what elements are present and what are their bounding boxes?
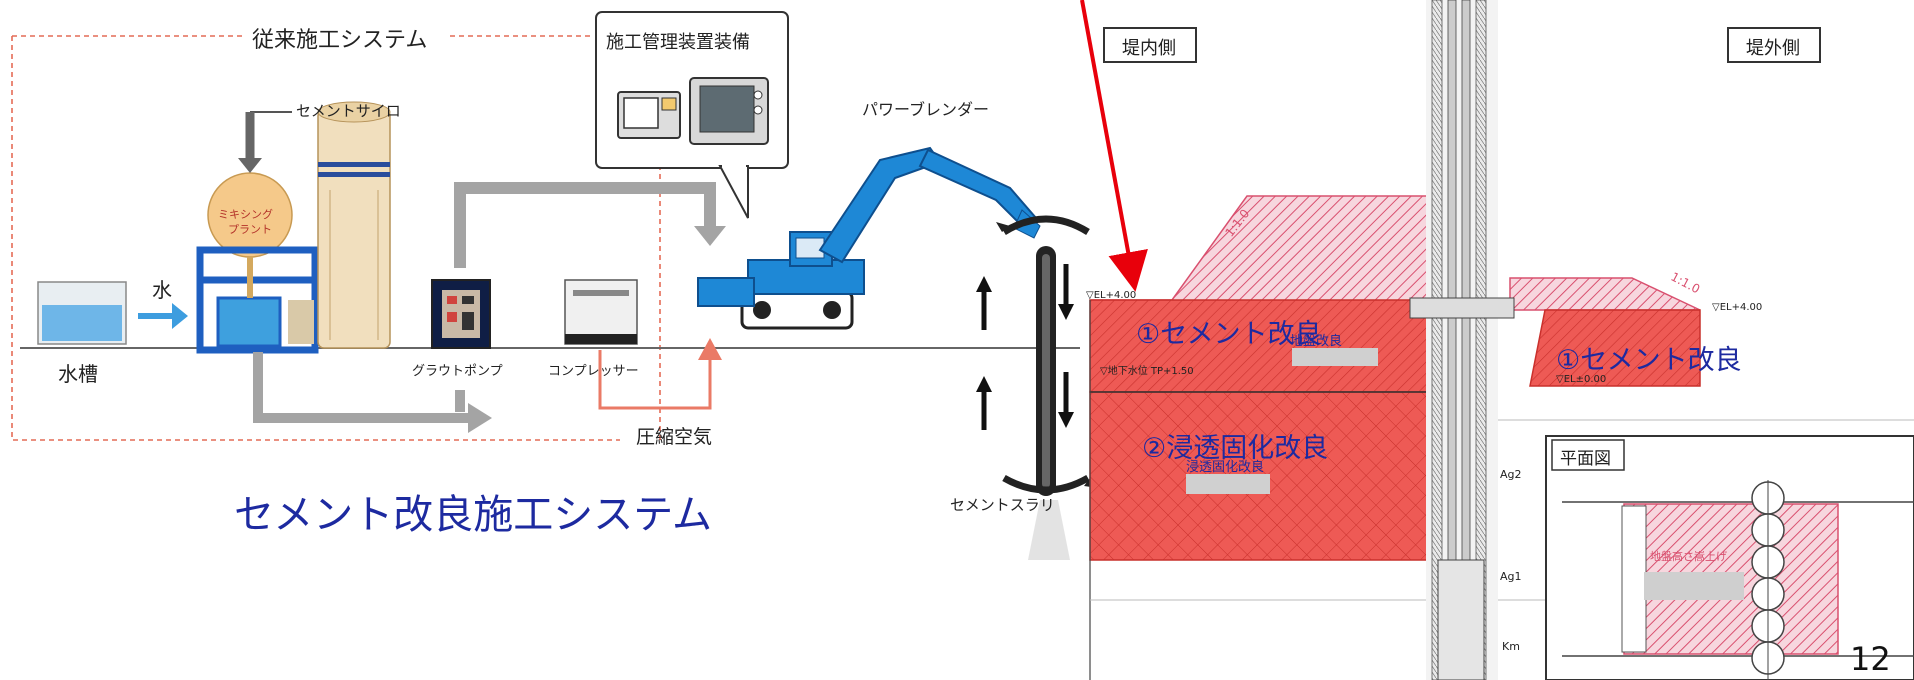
inland-side-label: 堤内側 — [1122, 38, 1176, 59]
cement-improvement-zone-right — [1529, 309, 1701, 387]
mixing-plant-label-1: ミキシング — [218, 208, 273, 221]
water-label: 水 — [152, 278, 172, 302]
plan-title-box — [1551, 439, 1625, 471]
redaction-block — [1292, 348, 1378, 366]
elevation-zero: ▽EL±0.00 — [1556, 374, 1607, 385]
compressed-air-line — [598, 350, 712, 410]
elevation-left: ▽EL+4.00 — [1086, 290, 1137, 301]
outer-side-label: 堤外側 — [1746, 38, 1800, 59]
permeation-improvement: ②浸透固化改良 — [1142, 433, 1329, 464]
plan-view-note: 地盤高さ嵩上げ — [1650, 550, 1727, 563]
cement-improvement-right: ①セメント改良 — [1556, 345, 1742, 376]
management-callout — [595, 11, 789, 219]
compressor-label: コンプレッサー — [548, 364, 639, 379]
plan-view-title: 平面図 — [1560, 449, 1611, 469]
management-box-title: 施工管理装置装備 — [606, 32, 750, 53]
power-blender — [697, 146, 1041, 330]
layer-ag2: Ag2 — [1500, 468, 1522, 481]
mixing-plant — [196, 172, 319, 354]
water-arrow — [138, 303, 188, 329]
permeation-improvement-small: 浸透固化改良 — [1186, 460, 1265, 475]
embankment-left — [1091, 195, 1429, 311]
system-caption: セメント改良施工システム — [234, 492, 712, 538]
outer-side-box — [1727, 27, 1821, 63]
cement-silo-label: セメントサイロ — [296, 102, 401, 120]
cement-silo — [317, 101, 391, 349]
silo-arrow — [249, 111, 292, 160]
layer-km: Km — [1502, 640, 1520, 653]
elevation-right: ▽EL+4.00 — [1712, 302, 1763, 313]
inland-side-box — [1103, 27, 1197, 63]
page-number: 12 — [1850, 640, 1891, 678]
cement-improvement-left: ①セメント改良 — [1136, 319, 1322, 350]
layer-ag1: Ag1 — [1500, 570, 1522, 583]
pointer-arrow — [1080, 0, 1148, 292]
compressed-air-label: 圧縮空気 — [636, 426, 713, 448]
mixing-plant-label-2: プラント — [228, 223, 272, 236]
water-tank-label: 水槽 — [58, 362, 98, 386]
cement-slurry-label: セメントスラリ — [950, 496, 1055, 514]
plan-view-box — [1545, 435, 1914, 680]
groundwater-label: ▽地下水位 TP+1.50 — [1100, 366, 1194, 377]
sheet-pile-wall — [1409, 0, 1515, 680]
mixing-tool — [976, 215, 1098, 560]
slurry-pipe-bottom — [253, 352, 470, 423]
grout-pump — [431, 279, 491, 349]
grout-pump-label: グラウトポンプ — [412, 364, 503, 379]
compressor — [564, 279, 638, 345]
redaction-block — [1186, 474, 1270, 494]
water-tank — [37, 281, 127, 345]
power-blender-label: パワーブレンダー — [862, 100, 990, 119]
ground-improvement-small: 地盤改良 — [1290, 334, 1343, 349]
conventional-system-label: 従来施工システム — [252, 28, 428, 53]
slurry-pipe-top — [454, 182, 716, 268]
